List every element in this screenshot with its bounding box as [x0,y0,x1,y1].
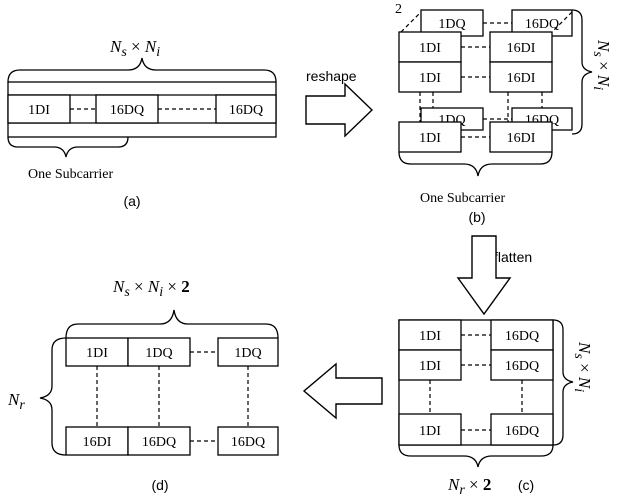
panel-b-front-16di-1-label: 16DI [507,41,536,56]
panel-a-top-brace [7,57,277,83]
panel-b-front-16di-1 [489,31,553,63]
panel-b-front-1di-1-label: 1DI [419,41,441,56]
panel-c-cell-16dq-1 [490,319,554,351]
panel-c-caption: (c) [518,477,534,493]
panel-c-bottom-label: Nr × 2 [447,475,491,497]
panel-c-right-brace [552,319,574,446]
panel-d-r1-c3 [217,337,279,367]
panel-d-r2-c1-label: 16DI [83,435,112,450]
panel-b-caption: (b) [468,209,485,225]
panel-d-r2-c3 [217,426,279,456]
panel-a: Ns × Ni 1DI 16DQ 16DQ One Subcarrier (a) [7,37,277,209]
panel-d: Ns × Ni × 2 Nr 1DI 1DQ 1DQ 16DI 16DQ 16D… [7,277,279,493]
panel-c: 1DI 16DQ 1DI 16DQ 1DI 16DQ Ns × Ni Nr × … [398,319,594,497]
panel-c-cell-16dq-2 [490,349,554,381]
panel-d-r1-c1-label: 1DI [86,346,108,361]
panel-b-depth-label: 2 [395,2,402,17]
panel-c-cell-1di-3-label: 1DI [419,424,441,439]
panel-c-cell-1di-1 [398,319,462,351]
panel-b-bottom-label: One Subcarrier [420,191,505,206]
panel-b-right-brace [571,9,593,135]
flatten-label: flatten [494,249,532,265]
panel-a-cell-16dq-2 [215,94,277,124]
panel-d-r1-c2-label: 1DQ [145,346,172,361]
panel-c-cell-1di-3 [398,413,462,446]
reshape-label: reshape [306,68,357,84]
panel-d-r1-c2 [127,337,191,367]
panel-c-cell-1di-2-label: 1DI [419,359,441,374]
left-arrow [302,362,383,420]
panel-b-bottom-brace [398,151,553,177]
reshape-arrow: reshape [305,68,374,138]
panel-d-top-brace [65,309,279,339]
panel-a-cell-16dq-2-label: 16DQ [229,103,263,118]
panel-b-side-label: Ns × Ni [590,39,613,90]
panel-b-front-16di-3-label: 16DI [507,131,536,146]
panel-b-front-16di-2 [489,61,553,93]
panel-b-front-16di-2-label: 16DI [507,71,536,86]
panel-c-cell-1di-1-label: 1DI [419,329,441,344]
panel-d-left-brace [39,337,67,456]
panel-a-bottom-label: One Subcarrier [28,167,113,182]
panel-b: 2 1DQ 16DQ 1DQ 16DQ 1DI 16DI 1DI 16DI 1D… [395,2,613,225]
panel-c-side-label: Ns × Ni [571,341,594,392]
panel-d-side-label: Nr [7,390,25,413]
flatten-arrow: flatten [456,235,532,316]
panel-b-back-1dq-top-label: 1DQ [438,17,465,32]
panel-d-top-label: Ns × Ni × 2 [112,277,190,300]
panel-b-front-1di-3-label: 1DI [419,131,441,146]
panel-c-bottom-brace [398,444,554,468]
panel-d-r2-c1 [65,426,129,456]
panel-a-cell-16dq-1-label: 16DQ [110,103,144,118]
panel-a-bottom-brace [7,136,129,158]
panel-d-caption: (d) [151,477,168,493]
panel-d-r2-c3-label: 16DQ [231,435,265,450]
panel-a-cell-16dq-1 [95,94,159,124]
panel-b-front-1di-2 [398,61,462,93]
panel-c-cell-16dq-2-label: 16DQ [505,359,539,374]
panel-a-top-label: Ns × Ni [109,37,160,60]
panel-d-r1-c3-label: 1DQ [234,346,261,361]
panel-b-front-16di-3 [489,121,553,153]
panel-d-r2-c2-label: 16DQ [142,435,176,450]
panel-a-caption: (a) [123,193,140,209]
panel-b-front-1di-3 [398,121,462,153]
panel-b-back-16dq-top-label: 16DQ [525,17,559,32]
panel-a-cell-1di-label: 1DI [28,103,50,118]
panel-c-cell-16dq-3 [490,413,554,446]
panel-c-cell-16dq-3-label: 16DQ [505,424,539,439]
panel-c-cell-16dq-1-label: 16DQ [505,329,539,344]
panel-b-depth-edge [400,11,422,33]
panel-b-front-1di-2-label: 1DI [419,71,441,86]
